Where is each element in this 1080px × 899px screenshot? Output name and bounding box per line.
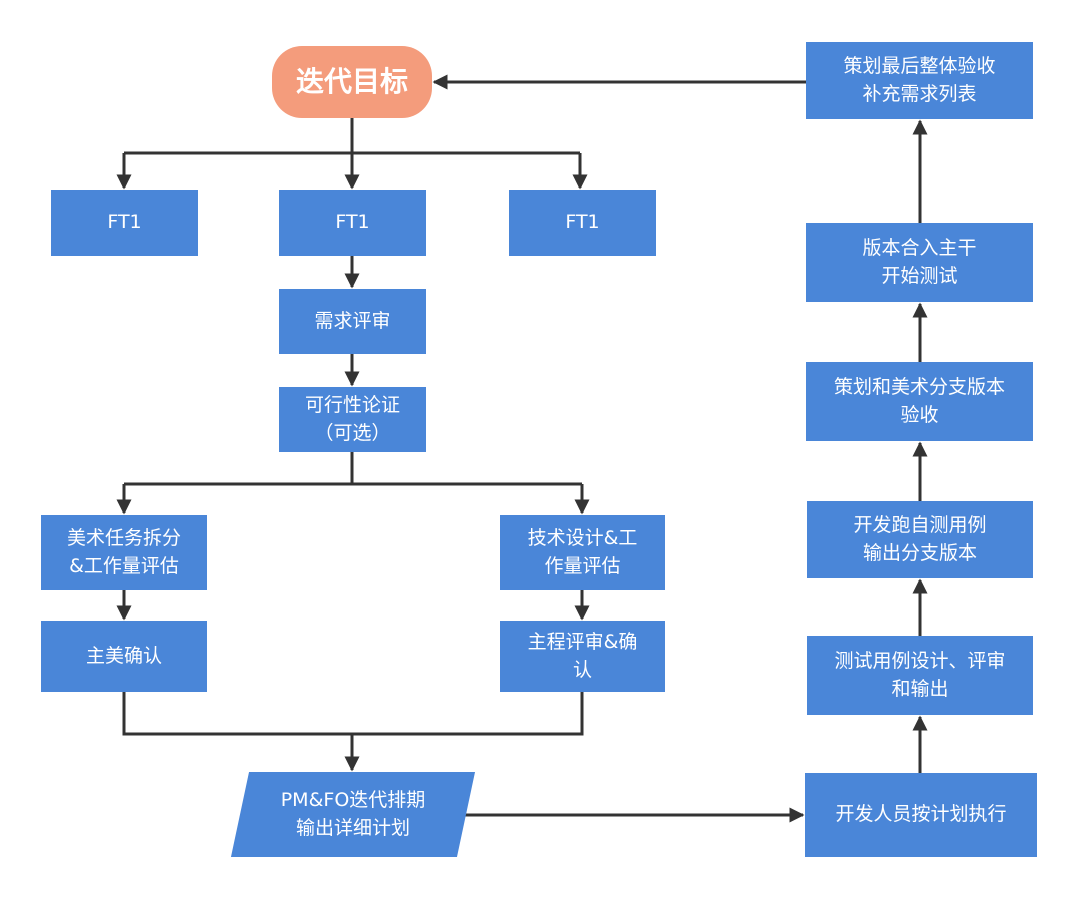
node-test-case-design: 测试用例设计、评审 和输出 bbox=[807, 636, 1033, 715]
node-dev-self-test: 开发跑自测用例 输出分支版本 bbox=[807, 501, 1033, 578]
node-program-review-confirm: 主程评审&确 认 bbox=[500, 621, 665, 692]
edge-prog-merge bbox=[352, 692, 584, 736]
node-iteration-goal: 迭代目标 bbox=[272, 46, 432, 118]
node-pm-schedule-label: PM&FO迭代排期 输出详细计划 bbox=[280, 788, 426, 839]
node-ft-mid: FT1 bbox=[279, 190, 426, 256]
node-art-confirm: 主美确认 bbox=[41, 621, 207, 692]
node-merge-trunk-test: 版本合入主干 开始测试 bbox=[806, 223, 1033, 302]
node-tech-design: 技术设计&工 作量评估 bbox=[500, 515, 665, 590]
node-pm-schedule: PM&FO迭代排期 输出详细计划 bbox=[230, 772, 476, 857]
node-feasibility: 可行性论证 （可选） bbox=[279, 387, 426, 452]
edge-art-merge bbox=[122, 692, 352, 736]
node-branch-acceptance: 策划和美术分支版本 验收 bbox=[806, 362, 1033, 441]
node-dev-execute: 开发人员按计划执行 bbox=[805, 773, 1037, 857]
node-art-task-split: 美术任务拆分 &工作量评估 bbox=[41, 515, 207, 590]
node-final-acceptance: 策划最后整体验收 补充需求列表 bbox=[806, 42, 1033, 119]
node-requirement-review: 需求评审 bbox=[279, 289, 426, 354]
node-ft-right: FT1 bbox=[509, 190, 656, 256]
node-ft-left: FT1 bbox=[51, 190, 198, 256]
